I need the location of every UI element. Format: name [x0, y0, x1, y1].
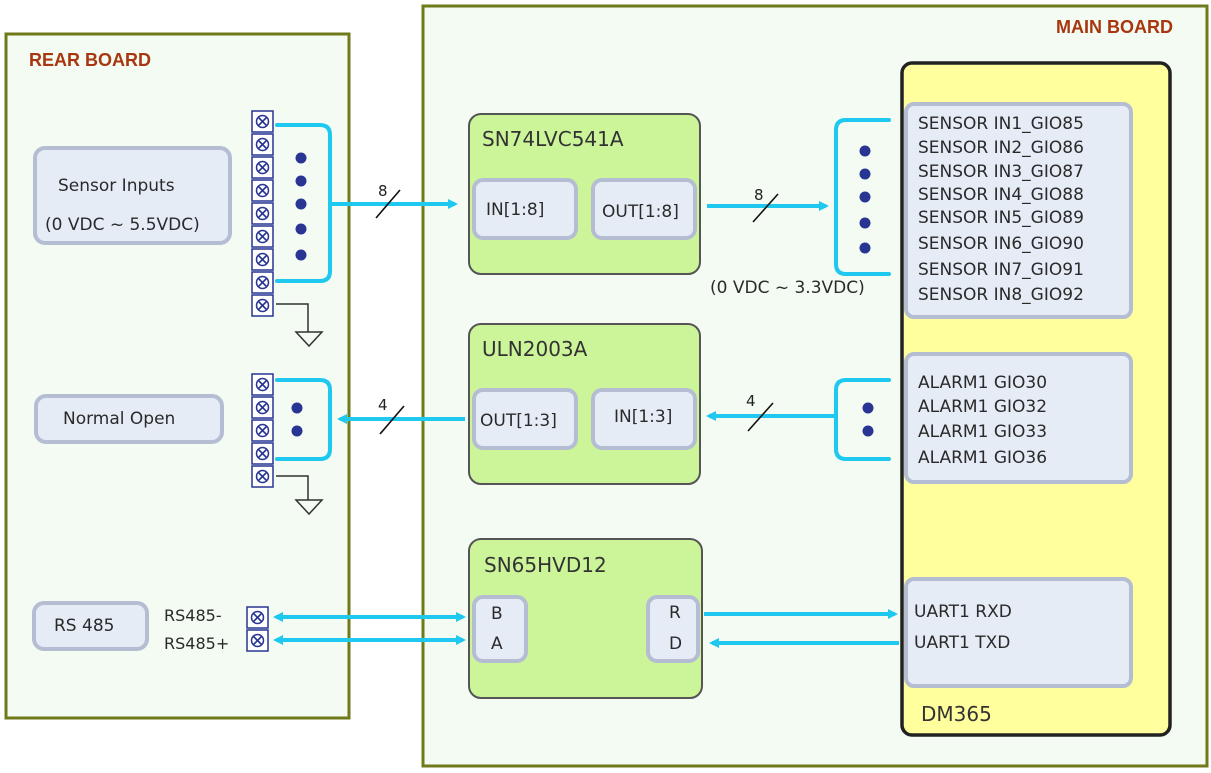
uart-pin-label: UART1 TXD — [914, 633, 1011, 653]
uln-in-label: IN[1:3] — [614, 407, 673, 427]
terminal-screw — [255, 229, 270, 244]
sensor-pin-label: SENSOR IN6_GIO90 — [918, 234, 1084, 254]
terminal-screw-slot — [252, 612, 263, 623]
terminal-screw-slot — [252, 635, 263, 646]
port-uln-in — [591, 388, 697, 450]
voltage-note: (0 VDC ~ 3.3VDC) — [710, 278, 865, 298]
terminal-screw — [255, 252, 270, 267]
terminal-screw-slot — [257, 254, 268, 265]
alarm-pin-label: ALARM1 GIO30 — [918, 373, 1048, 393]
rs485-minus-label: RS485- — [164, 606, 222, 625]
main-board-title: MAIN BOARD — [1056, 17, 1173, 37]
dm365-label: DM365 — [921, 702, 992, 726]
uart-pin-label: UART1 RXD — [914, 602, 1012, 622]
alarm-pin-group — [904, 352, 1133, 484]
terminal-screw — [255, 298, 270, 313]
alarm-pin-label: ALARM1 GIO32 — [918, 397, 1048, 417]
terminal-screw-slot — [257, 162, 268, 173]
sn74-chip-name: SN74LVC541A — [482, 127, 624, 151]
sn65-d-label: D — [669, 634, 683, 654]
terminal-screw — [255, 160, 270, 175]
sn65-b-label: B — [491, 604, 503, 624]
bus-slash — [375, 189, 401, 219]
terminal-screw — [255, 423, 270, 438]
sensor-inputs-box — [33, 146, 232, 245]
bus-slash — [379, 405, 405, 435]
rs485-plus-label: RS485+ — [164, 634, 230, 653]
port-uln-out — [472, 388, 578, 450]
terminal-screw — [255, 400, 270, 415]
bus-width-sensor-out: 8 — [754, 186, 764, 204]
alarm-terminal-block — [251, 373, 274, 488]
ground-symbol — [276, 475, 324, 516]
terminal-screw-slot — [257, 448, 268, 459]
terminal-screw-slot — [257, 116, 268, 127]
bus-width-alarm-out: 4 — [378, 396, 388, 414]
rear-board-title: REAR BOARD — [29, 50, 152, 70]
bus-width-alarm-in: 4 — [746, 392, 756, 410]
sn74-out-label: OUT[1:8] — [602, 202, 679, 222]
terminal-screw-slot — [257, 208, 268, 219]
terminal-screw — [250, 633, 265, 648]
uln-out-label: OUT[1:3] — [480, 411, 557, 431]
sn65-chip-name: SN65HVD12 — [484, 553, 607, 577]
terminal-screw-slot — [257, 402, 268, 413]
port-sn65-rd — [646, 595, 700, 663]
chip-sn65hvd12 — [468, 538, 703, 699]
terminal-screw — [255, 206, 270, 221]
alarm-pin-label: ALARM1 GIO36 — [918, 448, 1048, 468]
terminal-screw-slot — [257, 277, 268, 288]
rs485-label: RS 485 — [54, 616, 115, 636]
sensor-pin-label: SENSOR IN4_GIO88 — [918, 185, 1084, 205]
terminal-screw-slot — [257, 139, 268, 150]
sensor-pin-label: SENSOR IN2_GIO86 — [918, 138, 1084, 158]
uln-chip-name: ULN2003A — [482, 337, 588, 361]
terminal-screw — [255, 114, 270, 129]
normal-open-label: Normal Open — [63, 409, 176, 429]
terminal-screw — [255, 137, 270, 152]
dm365-alarm-bracket — [834, 378, 891, 461]
sensor-terminal-block — [251, 110, 274, 317]
port-sn74-out — [591, 178, 697, 240]
sensor-pin-group — [904, 102, 1133, 319]
terminal-screw — [250, 610, 265, 625]
sensor-inputs-label: Sensor Inputs — [58, 176, 175, 196]
ground-symbol — [276, 303, 324, 348]
bus-dots — [291, 145, 874, 437]
bus-width-sensor-in: 8 — [378, 182, 388, 200]
terminal-screw — [255, 377, 270, 392]
bus-slash — [752, 193, 779, 223]
sensor-pin-label: SENSOR IN8_GIO92 — [918, 285, 1084, 305]
terminal-screw — [255, 275, 270, 290]
bus-slash — [747, 402, 774, 432]
alarm-pin-label: ALARM1 GIO33 — [918, 422, 1048, 442]
terminal-screw-slot — [257, 231, 268, 242]
sn65-r-label: R — [669, 603, 681, 623]
terminal-screw — [255, 469, 270, 484]
sensor-pin-label: SENSOR IN5_GIO89 — [918, 208, 1084, 228]
terminal-screw-slot — [257, 185, 268, 196]
sn74-in-label: IN[1:8] — [486, 200, 545, 220]
port-sn65-ba — [472, 595, 528, 663]
dm365-sensor-bracket — [834, 118, 891, 276]
sensor-pin-label: SENSOR IN3_GIO87 — [918, 162, 1084, 182]
uart-pin-group — [904, 577, 1133, 688]
sensor-inputs-voltage: (0 VDC ~ 5.5VDC) — [45, 215, 200, 235]
terminal-screw-slot — [257, 425, 268, 436]
sn65-a-label: A — [491, 634, 503, 654]
rs485-terminal-block — [246, 606, 269, 652]
terminal-screw — [255, 446, 270, 461]
terminal-screw-slot — [257, 379, 268, 390]
port-sn74-in — [472, 178, 578, 240]
sensor-pin-label: SENSOR IN7_GIO91 — [918, 260, 1084, 280]
sensor-pin-label: SENSOR IN1_GIO85 — [918, 114, 1084, 134]
terminal-screw-slot — [257, 471, 268, 482]
alarm-bus-bracket — [275, 378, 332, 461]
terminal-screw — [255, 183, 270, 198]
sensor-bus-bracket — [275, 123, 332, 283]
terminal-screw-slot — [257, 300, 268, 311]
rs485-box — [32, 601, 149, 651]
normal-open-box — [34, 394, 224, 444]
